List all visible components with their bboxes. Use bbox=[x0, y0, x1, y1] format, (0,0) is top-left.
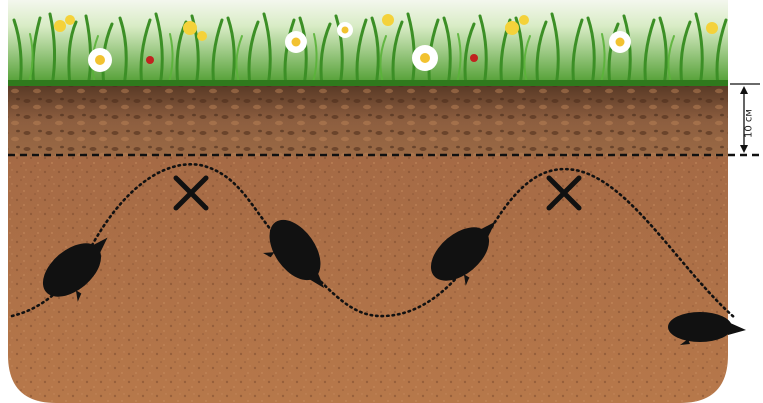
depth-label: 10 см bbox=[744, 99, 755, 149]
